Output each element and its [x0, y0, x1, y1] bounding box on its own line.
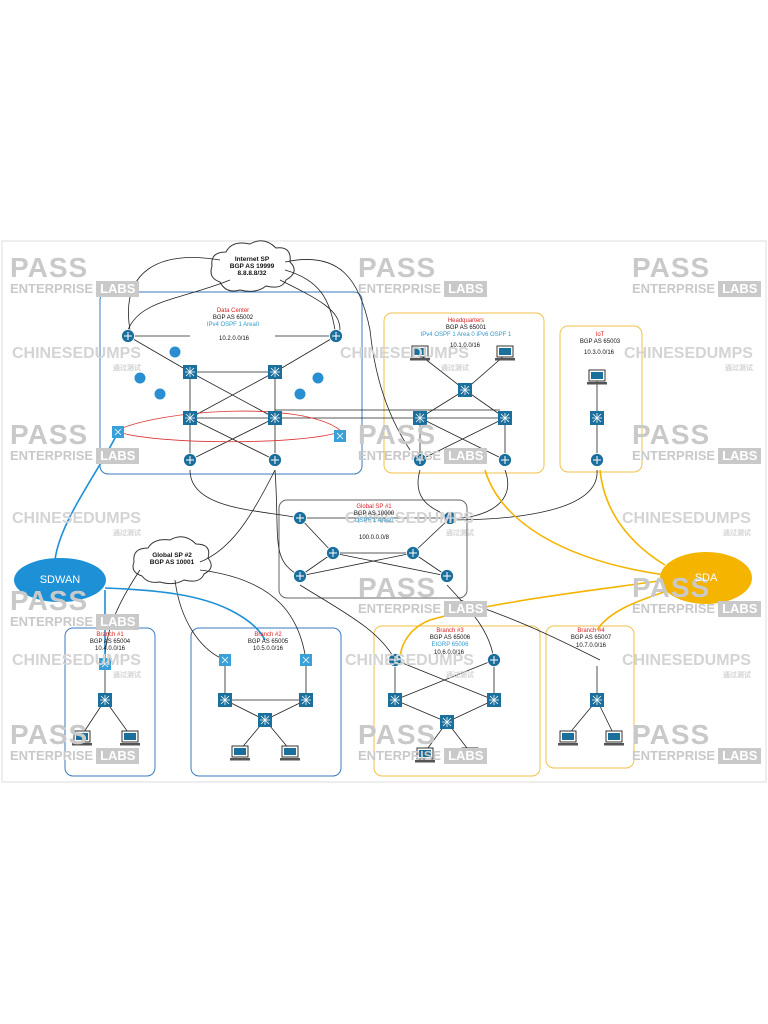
- switch-icon: [183, 365, 197, 379]
- wlc-icon: [334, 430, 346, 442]
- router-icon: [498, 453, 512, 467]
- global-sp2-label: Global SP #2 BGP AS 10001: [149, 552, 195, 566]
- pc-icon: [72, 730, 92, 746]
- branch4-label: Branch #4 BGP AS 65007: [570, 628, 612, 641]
- switch-icon: [183, 411, 197, 425]
- wlc-icon: [99, 658, 111, 670]
- sdwan-label: SDWAN: [39, 574, 81, 586]
- headquarters-subnet: 10.1.0.0/16: [449, 343, 481, 349]
- router-icon: [121, 329, 135, 343]
- switch-icon: [268, 411, 282, 425]
- router-icon: [413, 453, 427, 467]
- service-icon: [294, 388, 306, 400]
- branch1-label: Branch #1 BGP AS 65004 10.4.0.0/16: [89, 632, 131, 652]
- switch-icon: [590, 411, 604, 425]
- branch2-box: [190, 627, 342, 777]
- devices: [72, 329, 624, 763]
- dc-red-links: [117, 410, 341, 443]
- pc-icon: [460, 747, 480, 763]
- global-sp1-label: Global SP #1 BGP AS 10000 OSPF 1 Area0: [353, 504, 395, 524]
- branch4-box: [545, 625, 635, 769]
- switch-icon: [299, 693, 313, 707]
- router-icon: [440, 569, 454, 583]
- internet-sp-cloud: [210, 240, 295, 292]
- diagram-frame: [1, 240, 767, 783]
- router-icon: [487, 653, 501, 667]
- wlc-icon: [112, 426, 124, 438]
- router-icon: [293, 569, 307, 583]
- switch-icon: [498, 411, 512, 425]
- router-icon: [590, 453, 604, 467]
- headquarters-label: Headquarters BGP AS 65001 IPv4 OSPF 1 Ar…: [420, 318, 512, 338]
- pc-icon: [558, 730, 578, 746]
- switch-icon: [590, 693, 604, 707]
- router-icon: [443, 511, 457, 525]
- service-icon: [312, 372, 324, 384]
- pc-icon: [495, 345, 515, 361]
- pc-icon: [410, 345, 430, 361]
- router-icon: [329, 329, 343, 343]
- switch-icon: [458, 383, 472, 397]
- data-center-label: Data Center BGP AS 65002 IPv4 OSPF 1 Are…: [206, 308, 260, 328]
- router-icon: [388, 653, 402, 667]
- sda-ellipse: [660, 552, 752, 604]
- pc-icon: [415, 747, 435, 763]
- data-center-subnet: 10.2.0.0/16: [218, 336, 250, 342]
- service-icon: [154, 388, 166, 400]
- router-icon: [326, 546, 340, 560]
- pc-icon: [280, 745, 300, 761]
- switch-icon: [388, 693, 402, 707]
- switch-icon: [98, 693, 112, 707]
- sdwan-ellipse: [14, 558, 106, 602]
- headquarters-box: [383, 312, 545, 474]
- wlc-icon: [300, 654, 312, 666]
- service-icon: [169, 346, 181, 358]
- switch-icon: [258, 713, 272, 727]
- router-icon: [183, 453, 197, 467]
- branch3-subnet: 10.6.0.0/16: [433, 650, 465, 656]
- iot-subnet: 10.3.0.0/16: [583, 350, 615, 356]
- iot-label: IoT BGP AS 65003: [579, 332, 621, 345]
- router-icon: [293, 511, 307, 525]
- pc-icon: [587, 369, 607, 385]
- branch2-label: Branch #2 BGP AS 65005 10.5.0.0/16: [247, 632, 289, 652]
- global-sp2-cloud: [132, 536, 212, 585]
- wlc-icon: [219, 654, 231, 666]
- branch4-subnet: 10.7.0.0/16: [575, 643, 607, 649]
- internet-sp-label: Internet SP BGP AS 19999 8.8.8.8/32: [229, 256, 275, 277]
- pc-icon: [120, 730, 140, 746]
- branch3-label: Branch #3 BGP AS 65006 EIGRP 65006: [429, 628, 471, 648]
- switch-icon: [218, 693, 232, 707]
- switch-icon: [487, 693, 501, 707]
- pc-icon: [604, 730, 624, 746]
- switch-icon: [268, 365, 282, 379]
- router-icon: [406, 546, 420, 560]
- switch-icon: [440, 715, 454, 729]
- global-sp1-subnet: 100.0.0.0/8: [358, 535, 390, 541]
- branch3-box: [373, 625, 541, 777]
- pc-icon: [230, 745, 250, 761]
- service-icon: [134, 372, 146, 384]
- router-icon: [268, 453, 282, 467]
- switch-icon: [413, 411, 427, 425]
- data-center-box: [99, 291, 363, 475]
- iot-box: [559, 325, 643, 473]
- sda-label: SDA: [694, 572, 718, 584]
